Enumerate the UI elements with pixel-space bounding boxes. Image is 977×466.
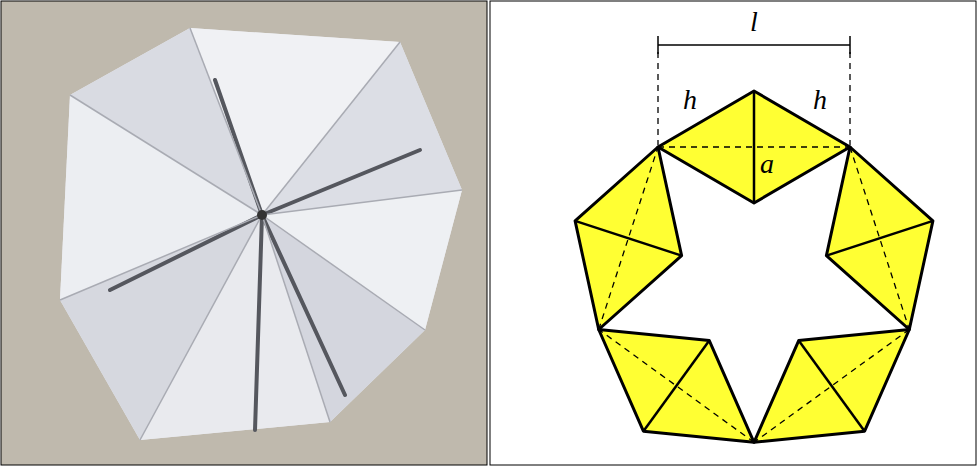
dimension-label: h [813,86,827,114]
dimension-label: a [760,150,774,178]
dimension-label: l [750,8,758,36]
origami-photo [1,1,487,465]
pentagon-diagram [490,1,976,465]
dimension-label: h [683,86,697,114]
